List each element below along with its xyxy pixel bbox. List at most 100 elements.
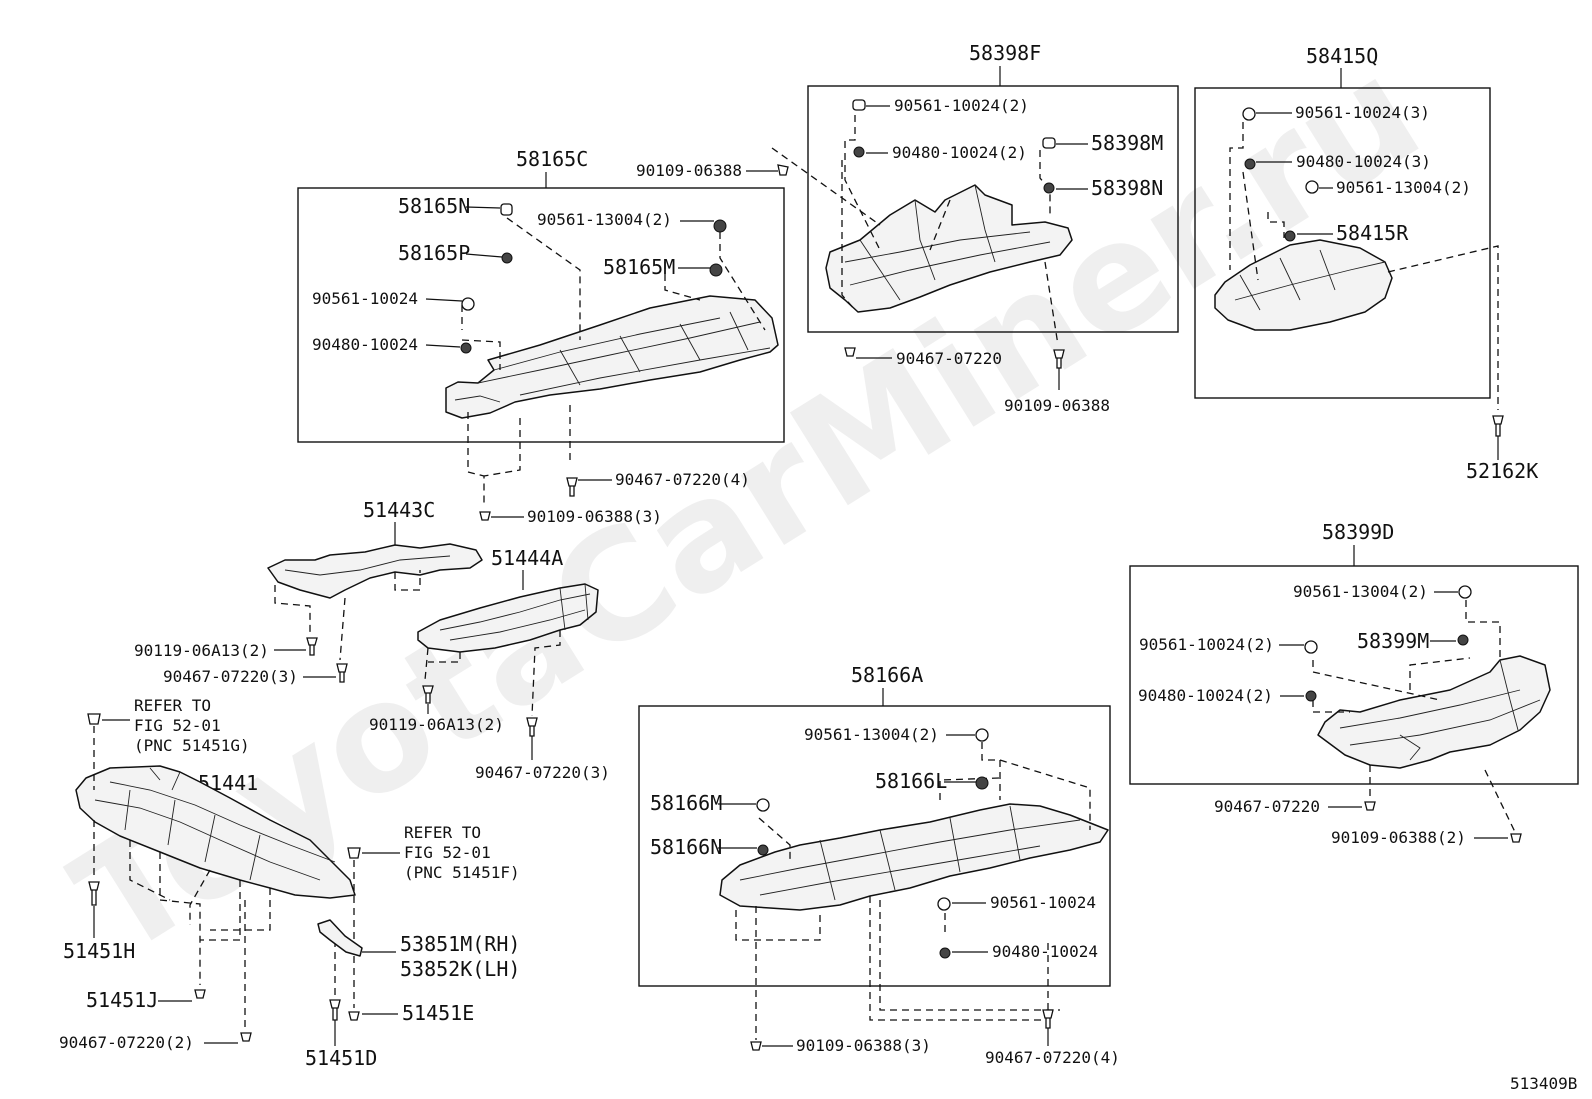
nut-icon [460,342,472,354]
group-label-58165C: 58165C [516,147,588,171]
label-90561-10024-2: 90561-10024(2) [894,96,1029,115]
frame-58398F [807,85,1179,333]
nut-icon [1043,182,1055,194]
group-label-58166A: 58166A [851,663,923,687]
nut-icon [939,947,951,959]
label-90119-06A13-2: 90119-06A13(2) [134,641,269,660]
label-90561-13004-2-d: 90561-13004(2) [1293,582,1428,601]
nut-icon [1244,158,1256,170]
label-90109-06388-2-d: 90109-06388(2) [1331,828,1466,847]
nut-icon [853,146,865,158]
label-58165N: 58165N [398,194,470,218]
refer-fig2-line1: REFER TO [404,823,481,842]
group-label-51444A: 51444A [491,546,563,570]
label-90480-10024-e: 90480-10024 [992,942,1098,961]
group-58398F: 58398F 90561-10024(2) 90480-10024(2) 583… [771,41,1179,415]
label-58165P: 58165P [398,241,470,265]
label-53851M-RH: 53851M(RH) [400,932,520,956]
under-cover-58165C[interactable] [445,295,779,419]
label-58166N: 58166N [650,835,722,859]
bolt-icon [336,663,348,683]
label-51451H: 51451H [63,939,135,963]
label-58165M: 58165M [603,255,675,279]
group-51441: 51441 REFER TO FIG 52-01 (PNC 51451G) RE… [59,696,520,1070]
label-51451J: 51451J [86,988,158,1012]
under-cover-58415Q[interactable] [1214,239,1393,331]
bolt-icon [1492,415,1504,437]
bolt-icon [1042,1009,1054,1029]
label-90561-13004-2-e: 90561-13004(2) [804,725,939,744]
figure-code: 513409B [1510,1074,1577,1093]
label-90561-10024-2-d: 90561-10024(2) [1139,635,1274,654]
bracket-53851M[interactable] [317,919,363,957]
clip-icon [937,897,951,911]
bolt-icon [526,717,538,737]
nut-icon [1305,690,1317,702]
label-90109-06388-3: 90109-06388(3) [527,507,662,526]
nut-icon [713,219,727,233]
group-label-51443C: 51443C [363,498,435,522]
clip-icon [1042,137,1056,149]
clip-icon [1242,107,1256,121]
label-58415R: 58415R [1336,221,1409,245]
label-90561-13004-2: 90561-13004(2) [1336,178,1471,197]
clip-icon [500,203,513,216]
shield-51443C[interactable] [267,543,483,599]
group-label-58399D: 58399D [1322,520,1394,544]
bolt-icon [1364,801,1376,811]
label-58398M: 58398M [1091,131,1163,155]
label-90467-07220: 90467-07220 [896,349,1002,368]
bolt-icon [194,989,206,999]
label-53852K-LH: 53852K(LH) [400,957,520,981]
group-58165C: 58165C 58165N 58165P 90561-13004(2 [297,147,789,526]
under-cover-58398F[interactable] [825,184,1073,313]
label-90467-07220-4: 90467-07220(4) [615,470,750,489]
clip-icon [1304,640,1318,654]
label-90561-10024: 90561-10024 [312,289,418,308]
under-cover-58166A[interactable] [719,803,1109,911]
label-90467-07220-4-e: 90467-07220(4) [985,1048,1120,1067]
nut-icon [975,776,989,790]
bolt-icon [1053,349,1065,369]
group-label-58398F: 58398F [969,41,1041,65]
bolt-icon [348,1011,360,1021]
label-90467-07220-d: 90467-07220 [1214,797,1320,816]
under-cover-58399D[interactable] [1317,655,1551,769]
refer-fig-line1: REFER TO [134,696,211,715]
nut-icon [757,844,769,856]
under-cover-51441[interactable] [75,765,356,899]
refer-fig2-line3: (PNC 51451F) [404,863,520,882]
group-51443C: 51443C 90119-06A13(2) 90467-07220(3) [134,498,483,686]
nut-icon [1457,634,1469,646]
label-51451D: 51451D [305,1046,377,1070]
label-90109-06388: 90109-06388 [1004,396,1110,415]
bolt-icon [479,511,491,521]
bolt-icon [750,1041,762,1051]
label-90561-13004-2: 90561-13004(2) [537,210,672,229]
group-58399D: 58399D 90561-13004(2) 90561-10024(2) 583… [1129,520,1579,847]
label-90480-10024: 90480-10024 [312,335,418,354]
label-90467-07220-2-f: 90467-07220(2) [59,1033,194,1052]
group-58415Q: 58415Q 90561-10024(3) 90480-10024(3) 905… [1194,44,1538,483]
bolt-icon [777,164,789,176]
nut-icon [1284,230,1296,242]
clip-icon [1458,585,1472,599]
refer-fig-line3: (PNC 51451G) [134,736,250,755]
bolt-icon [844,347,856,357]
frame-58166A [638,705,1111,987]
label-90480-10024-2-d: 90480-10024(2) [1138,686,1273,705]
label-52162K: 52162K [1466,459,1538,483]
frame-58415Q [1194,87,1491,399]
bolt-icon [1510,833,1522,843]
label-90480-10024-2: 90480-10024(2) [892,143,1027,162]
refer-fig2-line2: FIG 52-01 [404,843,491,862]
label-90109-06388-3-e: 90109-06388(3) [796,1036,931,1055]
nut-icon [501,252,513,264]
label-90561-10024-e: 90561-10024 [990,893,1096,912]
group-58166A: 58166A 90561-13004(2) 58166L 58166M 5816… [638,663,1120,1067]
label-90467-07220-3-b: 90467-07220(3) [475,763,610,782]
label-90467-07220-3: 90467-07220(3) [163,667,298,686]
label-90480-10024-3: 90480-10024(3) [1296,152,1431,171]
frame-58165C [297,187,785,443]
